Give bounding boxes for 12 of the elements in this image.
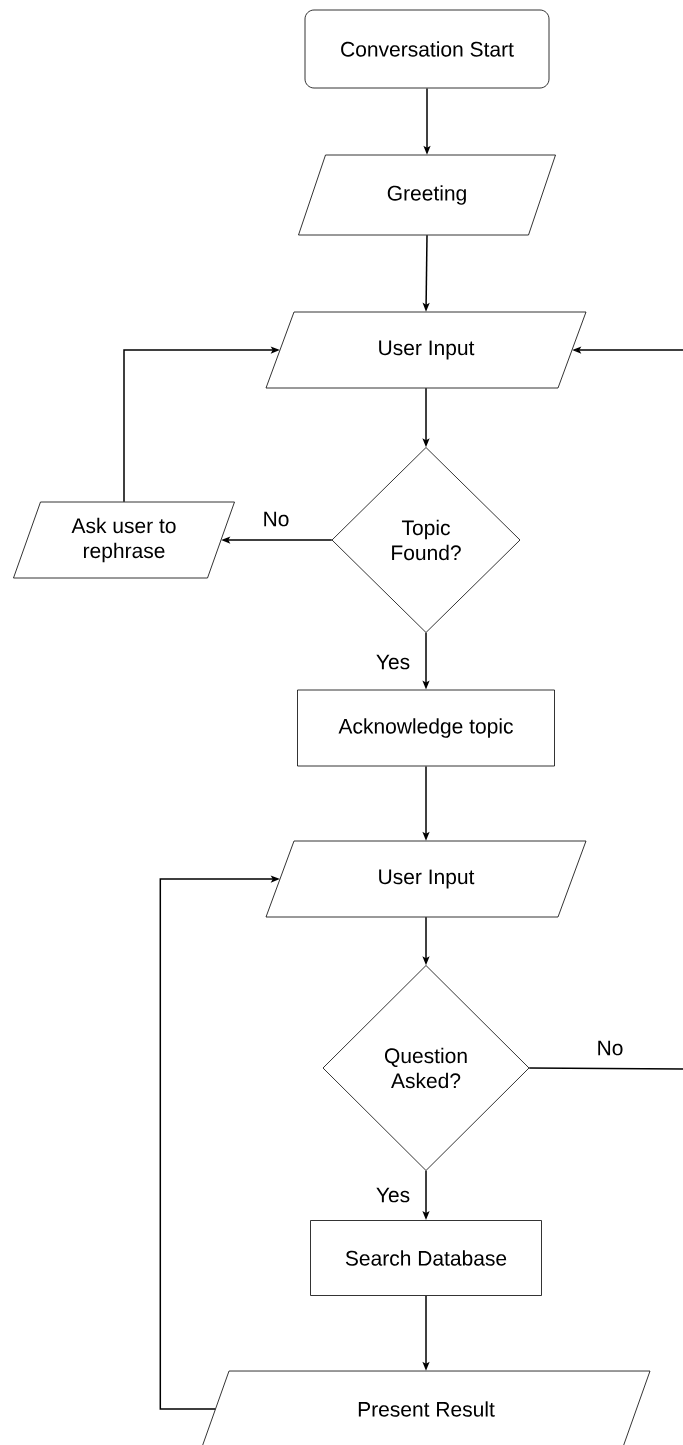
edge-label: No: [264, 511, 289, 527]
input-output-box: User Input: [265, 311, 587, 389]
edge-label: No: [598, 1040, 623, 1056]
process-box: Acknowledge topic: [297, 689, 555, 767]
edge-label: Yes: [376, 654, 410, 670]
input-output-box: Ask user to rephrase: [13, 501, 235, 579]
edge-label: Yes: [376, 1187, 410, 1203]
process-box: Search Database: [310, 1220, 542, 1296]
start-box: Conversation Start: [304, 9, 550, 89]
input-output-box: User Input: [265, 840, 587, 918]
input-output-box: Greeting: [298, 154, 556, 236]
input-output-box: Present Result: [201, 1370, 651, 1445]
